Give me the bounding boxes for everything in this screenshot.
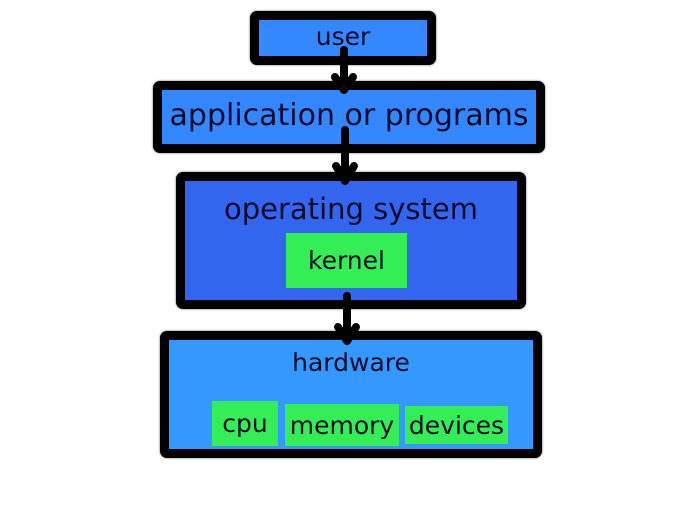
arrow-user-to-application [331, 46, 357, 94]
hardware-box: hardware cpu memory devices [160, 331, 542, 458]
kernel-box: kernel [286, 233, 407, 288]
operating-system-label: operating system [224, 192, 478, 226]
memory-box: memory [285, 404, 399, 446]
devices-box: devices [405, 406, 508, 444]
hardware-label: hardware [292, 348, 410, 377]
arrow-application-to-os [332, 126, 358, 185]
cpu-box: cpu [212, 401, 278, 446]
application-label: application or programs [169, 98, 529, 133]
operating-system-box: operating system kernel [176, 172, 526, 309]
arrow-kernel-to-hardware [334, 292, 360, 345]
